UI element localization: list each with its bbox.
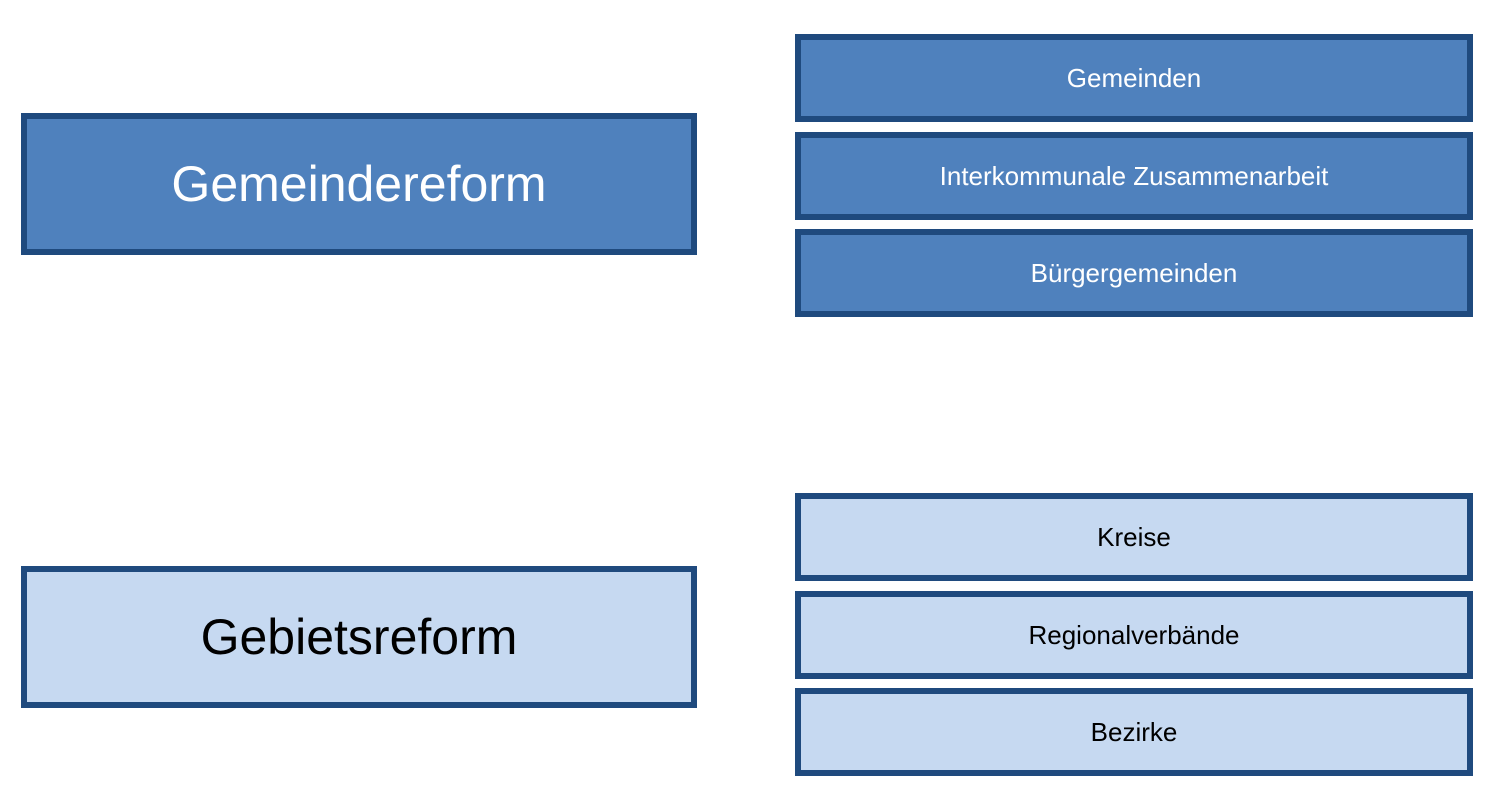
group-item-interkommunale-zusammenarbeit: Interkommunale Zusammenarbeit bbox=[795, 132, 1473, 220]
group-item-label: Kreise bbox=[1097, 521, 1171, 552]
group-item-buergergemeinden: Bürgergemeinden bbox=[795, 229, 1473, 317]
group-item-label: Regionalverbände bbox=[1028, 619, 1240, 650]
group-item-gemeinden: Gemeinden bbox=[795, 34, 1473, 122]
group-item-label: Bürgergemeinden bbox=[1030, 257, 1238, 288]
group-item-bezirke: Bezirke bbox=[795, 688, 1473, 776]
group-item-label: Gemeinden bbox=[1066, 62, 1202, 93]
group-title-gebietsreform: Gebietsreform bbox=[21, 566, 697, 708]
group-item-regionalverbaende: Regionalverbände bbox=[795, 591, 1473, 679]
group-item-kreise: Kreise bbox=[795, 493, 1473, 581]
group-title-gemeindereform: Gemeindereform bbox=[21, 113, 697, 255]
group-item-label: Interkommunale Zusammenarbeit bbox=[939, 160, 1329, 191]
group-title-label: Gemeindereform bbox=[171, 156, 547, 212]
group-title-label: Gebietsreform bbox=[200, 609, 518, 665]
group-item-label: Bezirke bbox=[1090, 716, 1178, 747]
